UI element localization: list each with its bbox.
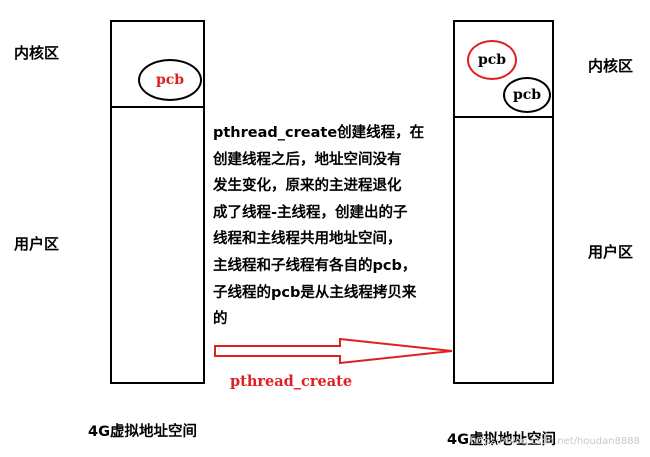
- description-line: pthread_create创建线程，在: [213, 125, 425, 141]
- right-child-pcb-label: pcb: [512, 87, 542, 103]
- left-kernel-user-divider: [112, 106, 203, 108]
- description-line: 的: [213, 311, 228, 328]
- left-caption: 4G虚拟地址空间: [88, 424, 197, 440]
- right-user-label: 用户区: [588, 243, 634, 261]
- left-kernel-label: 内核区: [14, 44, 60, 62]
- left-user-label: 用户区: [14, 235, 60, 253]
- description-line: 线程和主线程共用地址空间，: [213, 231, 402, 248]
- right-kernel-user-divider: [455, 116, 552, 118]
- left-pcb-label: pcb: [155, 72, 185, 88]
- right-kernel-label: 内核区: [588, 57, 634, 75]
- description-line: 创建线程之后，地址空间没有: [213, 151, 402, 168]
- create-thread-arrow: [214, 337, 453, 365]
- description-line: 发生变化，原来的主进程退化: [213, 178, 402, 195]
- description-text: pthread_create创建线程，在 创建线程之后，地址空间没有 发生变化，…: [213, 120, 424, 333]
- description-line: 成了线程-主线程，创建出的子: [213, 204, 408, 221]
- right-caption: 4G虚拟地址空间: [447, 432, 556, 448]
- description-line: 主线程和子线程有各自的pcb，: [213, 257, 417, 274]
- right-address-space: pcb pcb: [453, 20, 554, 384]
- left-address-space: pcb: [110, 20, 205, 384]
- arrow-shape: [214, 337, 453, 365]
- description-line: 子线程的pcb是从主线程拷贝来: [213, 284, 417, 301]
- right-main-pcb-label: pcb: [477, 52, 507, 68]
- right-main-pcb-ellipse: pcb: [467, 40, 517, 80]
- right-child-pcb-ellipse: pcb: [503, 77, 551, 113]
- arrow-label: pthread_create: [230, 373, 353, 390]
- left-pcb-ellipse: pcb: [138, 59, 202, 101]
- watermark-text: https://blog.csdn.net/houdan8888: [470, 436, 641, 447]
